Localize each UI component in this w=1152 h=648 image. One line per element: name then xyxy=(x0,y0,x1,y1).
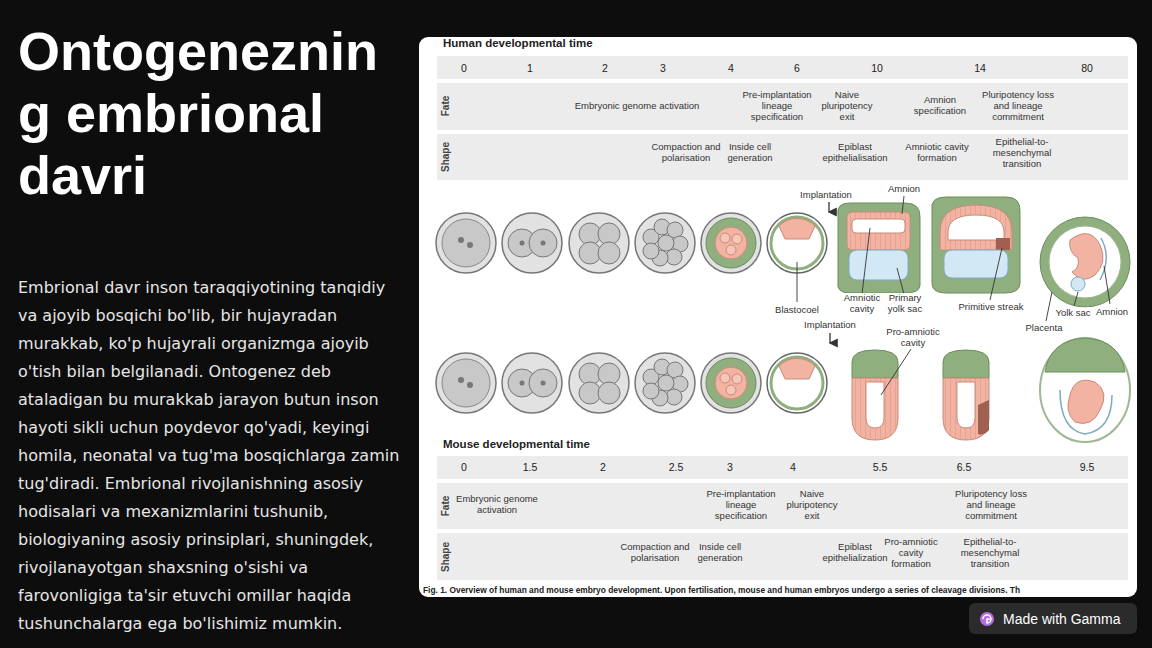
figure-caption: Fig. 1. Overview of human and mouse embr… xyxy=(423,586,1020,596)
stage-label: Pro-amniotic cavity formation xyxy=(880,537,942,570)
part-label: Amnion xyxy=(887,184,921,195)
time-value: 4 xyxy=(790,461,796,473)
part-label: Amniotic cavity xyxy=(839,293,885,315)
time-value: 3 xyxy=(727,461,733,473)
time-value: 2.5 xyxy=(669,461,684,473)
stage-label: Pluripotency loss and lineage commitment xyxy=(981,90,1055,123)
slide-title: Ontogenezning embrional davri xyxy=(18,20,403,206)
time-value: 6.5 xyxy=(957,461,972,473)
stage-label: Pre-implantation lineage specification xyxy=(741,90,813,123)
stage-label: Amniotic cavity formation xyxy=(897,142,977,164)
row-label: Fate xyxy=(440,496,452,517)
body-text: Embrional davr inson taraqqiyotining tan… xyxy=(18,274,406,638)
part-label: Blastocoel xyxy=(774,305,820,316)
time-value: 0 xyxy=(461,461,467,473)
time-value: 2 xyxy=(602,62,608,74)
stage-label: Compaction and polarisation xyxy=(620,542,690,564)
stage-label: Embryonic genome activation xyxy=(452,494,542,516)
time-value: 9.5 xyxy=(1080,461,1095,473)
time-value: 6 xyxy=(794,62,800,74)
stage-label: Naive pluripotency exit xyxy=(816,90,878,123)
stage-label: Naive pluripotency exit xyxy=(781,489,843,522)
row-label: Shape xyxy=(440,142,452,172)
time-value: 5.5 xyxy=(873,461,888,473)
part-label: Primary yolk sac xyxy=(881,293,929,315)
gamma-icon xyxy=(979,611,995,627)
stage-label: Epithelial-to-mesenchymal transition xyxy=(983,137,1061,170)
time-value: 1 xyxy=(527,62,533,74)
part-label: Amnion xyxy=(1095,307,1129,318)
time-value: 10 xyxy=(871,62,883,74)
time-value: 2 xyxy=(600,461,606,473)
stage-label: Compaction and polarisation xyxy=(650,142,722,164)
part-label: Yolk sac xyxy=(1054,308,1091,319)
stage-label: Pluripotency loss and lineage commitment xyxy=(951,489,1031,522)
row-heading: Mouse developmental time xyxy=(443,438,590,451)
badge-text: Made with Gamma xyxy=(1003,611,1120,627)
part-label: Implantation xyxy=(803,320,857,331)
stage-label: Inside cell generation xyxy=(722,142,778,164)
time-value: 3 xyxy=(660,62,666,74)
badge-box: Made with Gamma xyxy=(969,603,1137,634)
row-heading: Human developmental time xyxy=(443,37,593,50)
time-value: 0 xyxy=(461,62,467,74)
row-label: Shape xyxy=(440,542,452,572)
part-label: Placenta xyxy=(1025,323,1064,334)
part-label: Primitive streak xyxy=(958,302,1025,313)
stage-label: Inside cell generation xyxy=(692,542,748,564)
stage-label: Epiblast epithelialization xyxy=(817,542,893,564)
stage-label: Epiblast epithelialisation xyxy=(818,142,892,164)
stage-label: Epithelial-to-mesenchymal transition xyxy=(951,537,1029,570)
stage-label: Pre-implantation lineage specification xyxy=(705,489,777,522)
time-value: 80 xyxy=(1081,62,1093,74)
stage-label: Embryonic genome activation xyxy=(572,101,702,112)
time-value: 14 xyxy=(974,62,986,74)
stage-label: Amnion specification xyxy=(909,95,971,117)
part-label: Implantation xyxy=(799,190,853,201)
time-value: 4 xyxy=(728,62,734,74)
part-label: Pro-amniotic cavity xyxy=(882,327,944,349)
time-value: 1.5 xyxy=(523,461,538,473)
row-label: Fate xyxy=(440,96,452,117)
